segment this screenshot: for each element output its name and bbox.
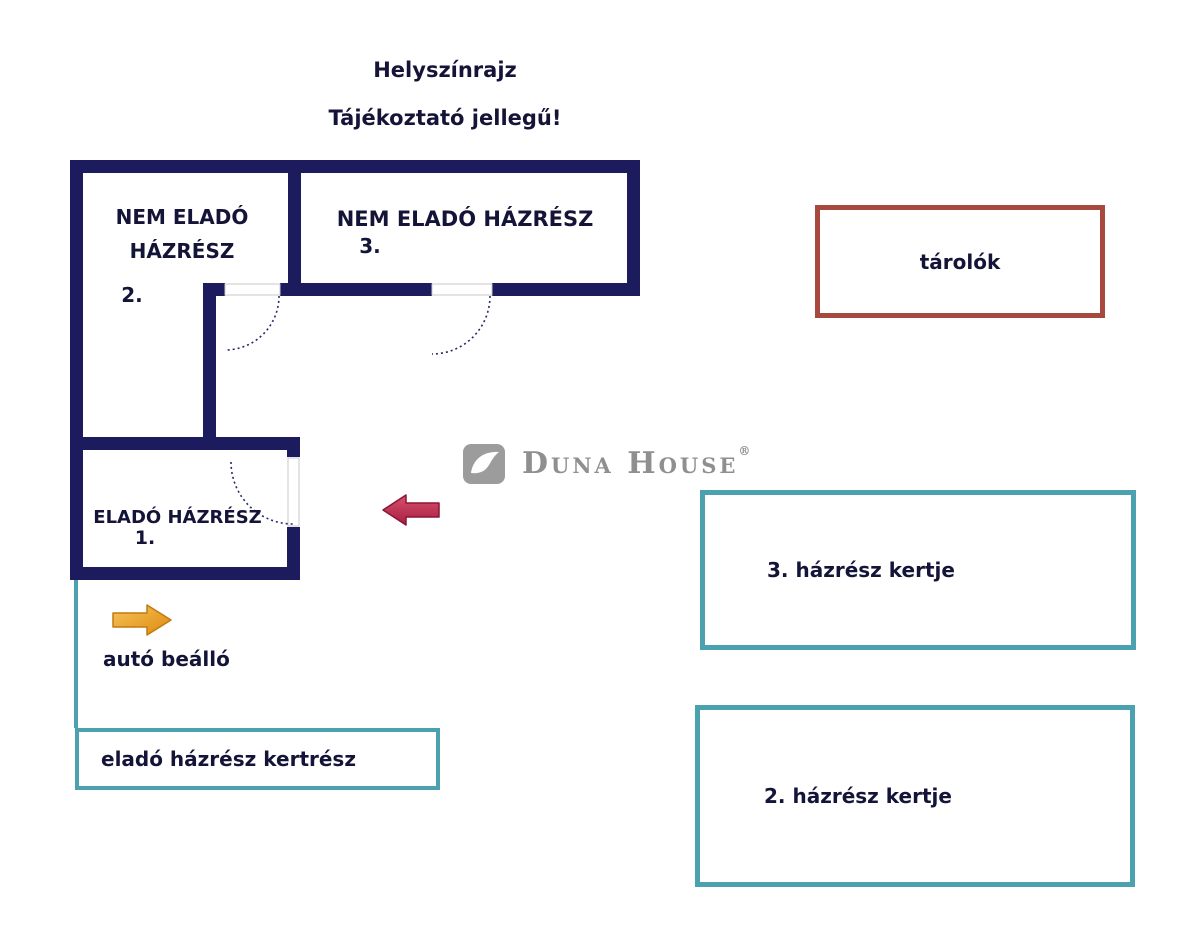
registered-mark: ® [738, 444, 751, 458]
duna-house-wordmark: Duna House® [522, 441, 750, 487]
garden-3-box: 3. házrész kertje [700, 490, 1136, 650]
duna-house-logo: Duna House® [462, 441, 750, 487]
garden-boundary-line [74, 580, 78, 728]
wall-room3-bottom-b [280, 283, 432, 296]
wall-interior-vertical [203, 283, 216, 443]
garden-2-box: 2. házrész kertje [695, 705, 1135, 887]
wall-room3-bottom-c [492, 283, 640, 296]
brand-text: Duna House [522, 446, 739, 481]
storage-box: tárolók [815, 205, 1105, 318]
sale-garden-label: eladó házrész kertrész [101, 747, 356, 771]
wall-top [70, 160, 640, 173]
page-subtitle: Tájékoztató jellegű! [328, 106, 562, 130]
room-3-label: NEM ELADÓ HÁZRÉSZ [336, 207, 594, 231]
wall-divider-room2-room3 [288, 160, 301, 296]
room-3-number: 3. [359, 234, 381, 258]
wall-room1-right-upper [287, 437, 300, 457]
sale-garden-box: eladó házrész kertrész [75, 728, 440, 790]
wall-room1-top [70, 437, 300, 450]
room-2-number: 2. [121, 283, 143, 307]
page-title: Helyszínrajz [373, 58, 517, 82]
wall-room3-right [627, 160, 640, 296]
room-1-label: ELADÓ HÁZRÉSZ [93, 507, 262, 528]
storage-label: tárolók [919, 249, 1001, 274]
wall-room1-right-lower [287, 527, 300, 580]
garden-3-label: 3. házrész kertje [767, 558, 955, 582]
wall-room1-bottom [70, 567, 300, 580]
room-1-number: 1. [134, 527, 156, 549]
room-2-label: NEM ELADÓ HÁZRÉSZ [115, 205, 249, 263]
wall-left [70, 160, 83, 580]
arrow-left-icon [382, 494, 440, 526]
duna-house-leaf-icon [463, 444, 505, 484]
arrow-right-icon [112, 604, 172, 636]
carport-label: autó beálló [103, 647, 230, 671]
garden-2-label: 2. házrész kertje [764, 784, 952, 808]
